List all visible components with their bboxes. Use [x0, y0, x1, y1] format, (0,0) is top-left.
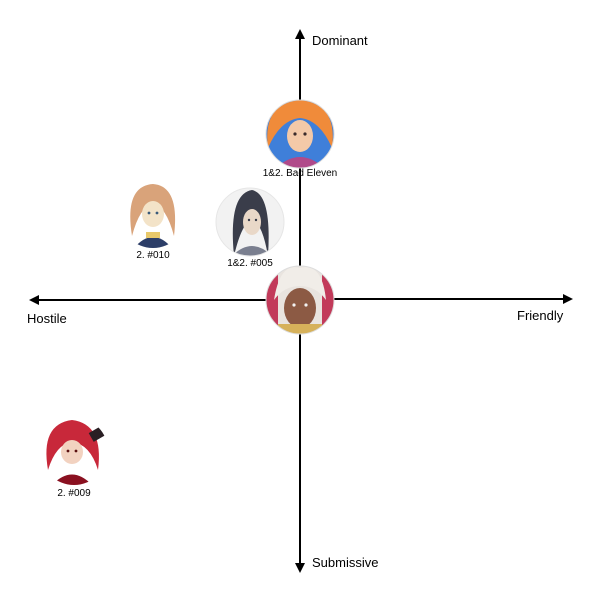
character-label-010: 2. #010 [136, 250, 170, 261]
axis-label-hostile: Hostile [27, 311, 67, 326]
axis-label-friendly: Friendly [517, 308, 564, 323]
avatar-009 [40, 417, 108, 485]
character-label-009: 2. #009 [57, 488, 91, 499]
avatar-center [265, 265, 335, 335]
avatar-005 [215, 187, 285, 257]
axis-label-submissive: Submissive [312, 555, 378, 570]
character-label-005: 1&2. #005 [227, 258, 273, 269]
avatar-bad-eleven [265, 99, 335, 169]
axis-label-dominant: Dominant [312, 33, 368, 48]
avatar-010 [119, 180, 187, 248]
character-label-bad-eleven: 1&2. Bad Eleven [263, 168, 338, 179]
